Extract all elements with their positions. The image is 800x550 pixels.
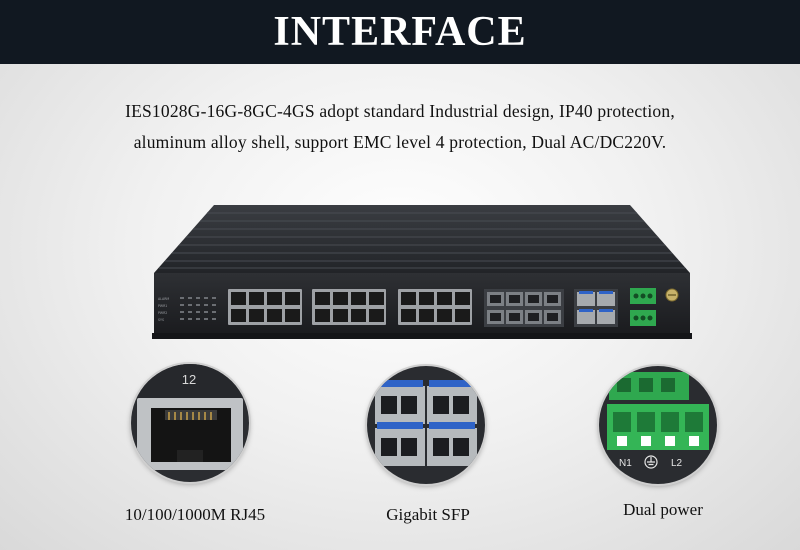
ground-icon xyxy=(644,455,658,469)
rj45-caption: 10/100/1000M RJ45 xyxy=(124,505,266,524)
dual-power-caption: Dual power xyxy=(623,500,703,519)
indicator-label: PWR2 xyxy=(158,311,167,315)
terminal-label-n1: N1 xyxy=(619,458,632,469)
switch-device-image: ALARM PWR1 PWR2 SYS xyxy=(152,205,692,345)
switch-device-illustration: ALARM PWR1 PWR2 SYS xyxy=(152,205,692,339)
power-terminal-closeup: N1 L2 xyxy=(599,366,717,484)
terminal-label-l2: L2 xyxy=(671,458,683,469)
indicator-label: PWR1 xyxy=(158,304,167,308)
sfp-port-closeup xyxy=(367,366,485,484)
indicator-label: SYS xyxy=(158,318,164,322)
description-line-1: IES1028G-16G-8GC-4GS adopt standard Indu… xyxy=(125,101,675,121)
product-description: IES1028G-16G-8GC-4GS adopt standard Indu… xyxy=(0,96,800,158)
page-title: INTERFACE xyxy=(273,9,527,55)
indicator-label: ALARM xyxy=(158,297,169,301)
header-banner: INTERFACE xyxy=(0,0,800,64)
sfp-caption: Gigabit SFP xyxy=(386,505,470,524)
port-number-label: 12 xyxy=(182,372,196,387)
rj45-port-closeup: 12 xyxy=(131,364,249,482)
description-line-2: aluminum alloy shell, support EMC level … xyxy=(133,132,667,152)
